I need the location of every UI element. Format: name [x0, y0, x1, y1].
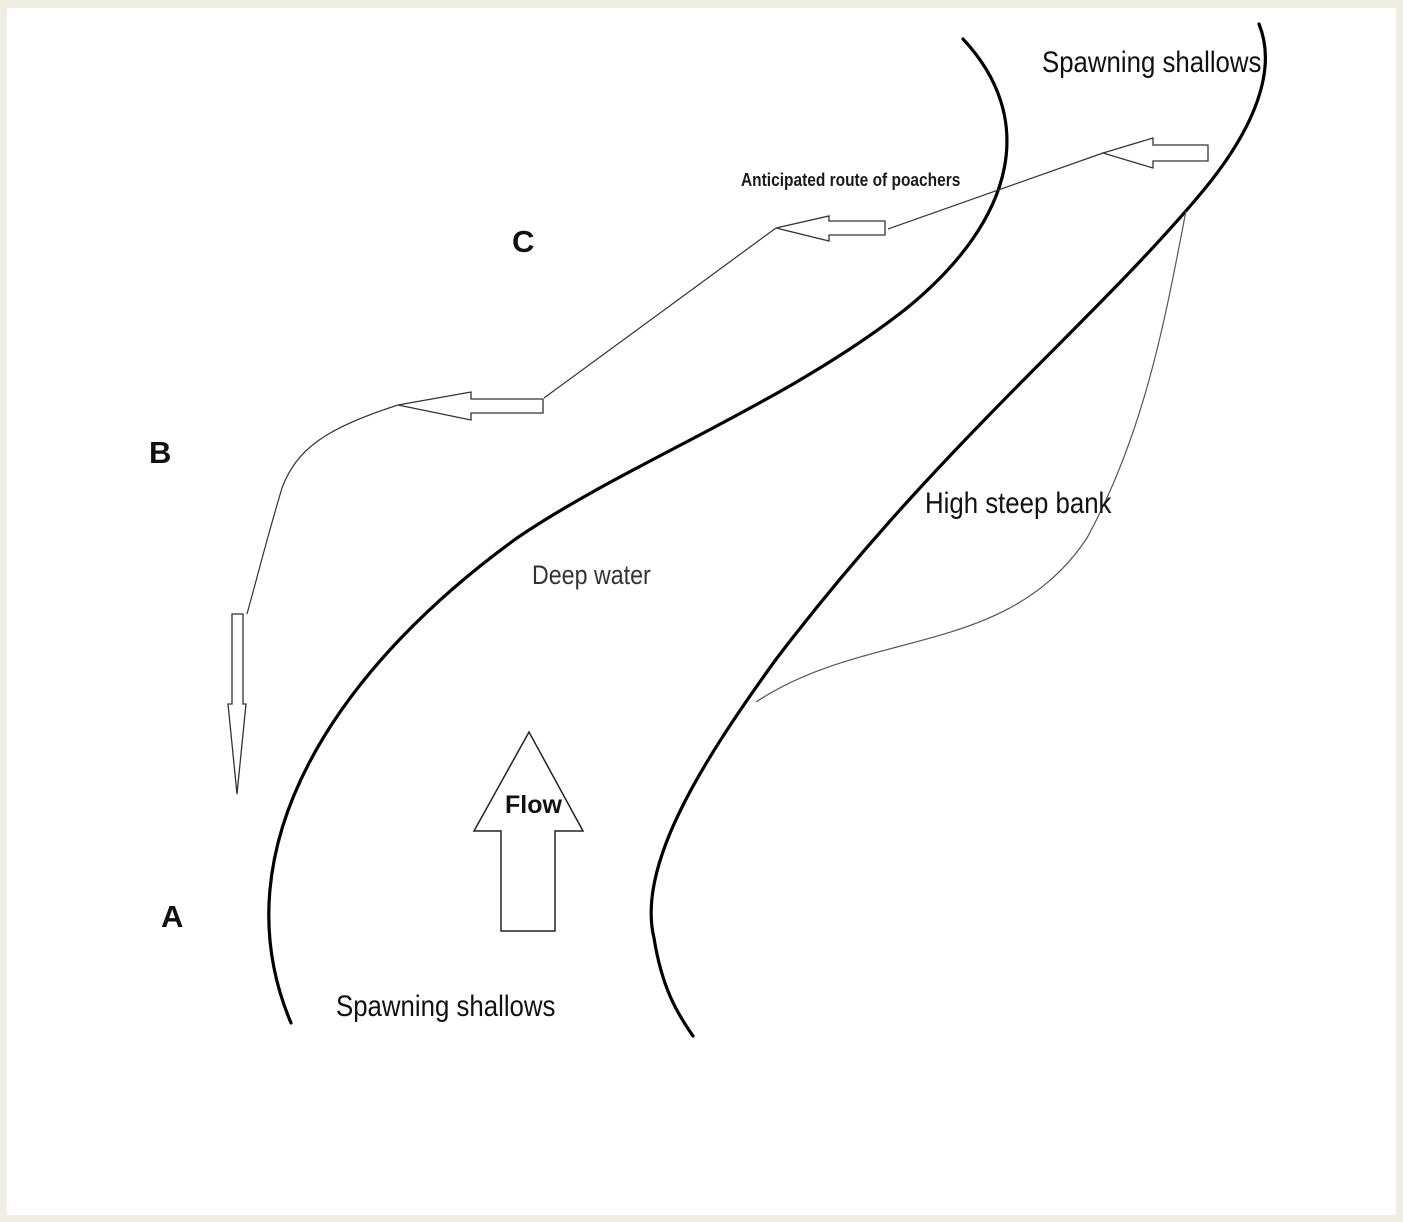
high-steep-bank-label: High steep bank — [925, 487, 1112, 520]
point-c-label: C — [512, 224, 535, 259]
point-a-label: A — [161, 899, 184, 934]
route-line-segment — [543, 227, 777, 399]
route-line-segment — [246, 404, 399, 615]
river-diagram — [227, 22, 1267, 1038]
route-line-segment — [887, 152, 1104, 230]
diagram-canvas: Spawning shallows Anticipated route of p… — [7, 8, 1396, 1215]
point-b-label: B — [149, 435, 172, 470]
right-river-bank — [649, 22, 1267, 1038]
flow-label: Flow — [505, 791, 562, 819]
route-arrow-left — [1100, 137, 1209, 169]
deep-water-label: Deep water — [532, 560, 651, 590]
high-steep-bank-outline — [755, 210, 1187, 703]
left-river-bank — [267, 37, 1009, 1025]
spawning-shallows-bottom-label: Spawning shallows — [336, 990, 556, 1023]
route-arrow-left — [775, 215, 886, 242]
anticipated-route-label: Anticipated route of poachers — [741, 170, 961, 190]
spawning-shallows-top-label: Spawning shallows — [1042, 46, 1262, 79]
flow-arrow-icon — [472, 730, 585, 932]
route-arrow-down — [227, 613, 247, 795]
route-arrow-left — [397, 391, 544, 421]
